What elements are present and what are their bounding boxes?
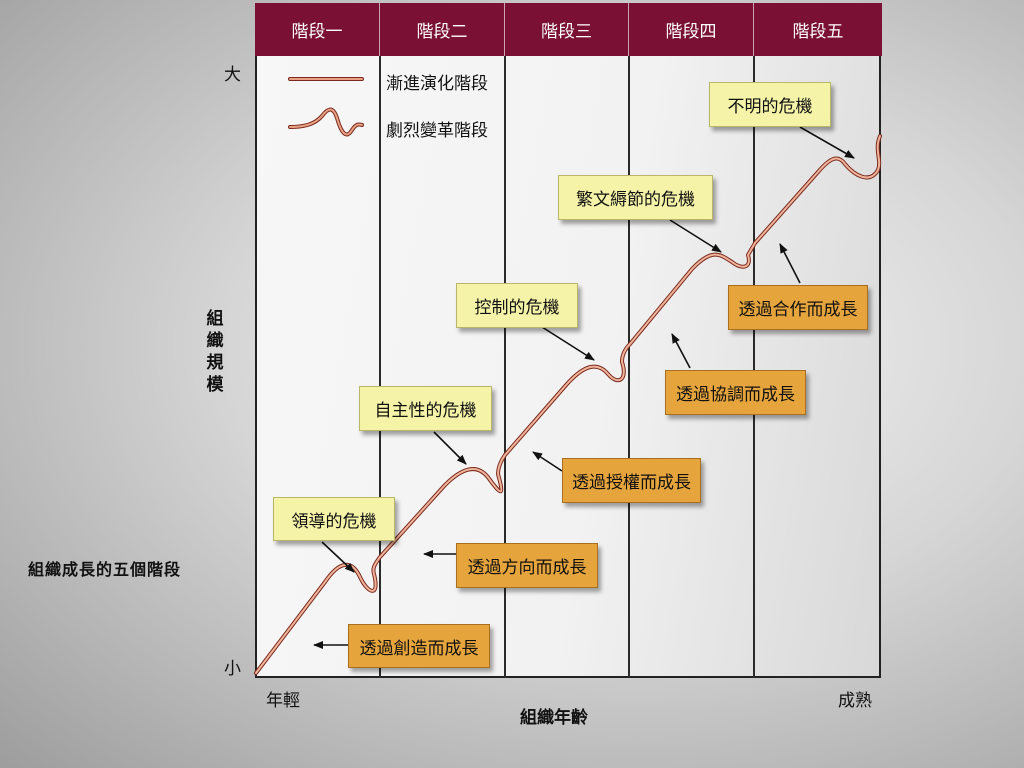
crisis-box-red-tape: 繁文縟節的危機 xyxy=(558,175,713,220)
phase-header-5: 階段五 xyxy=(754,3,882,56)
phase-divider xyxy=(379,56,381,678)
growth-curve xyxy=(254,134,882,675)
y-axis-max-label: 大 xyxy=(224,65,241,85)
growth-arrow-3 xyxy=(532,451,563,472)
legend-revolution-swatch xyxy=(288,107,364,137)
legend-revolution-label: 劇烈變革階段 xyxy=(386,121,488,141)
growth-arrow-5 xyxy=(779,243,801,284)
growth-box-direction: 透過方向而成長 xyxy=(456,543,598,588)
phase-header-3: 階段三 xyxy=(505,3,629,56)
growth-box-delegation: 透過授權而成長 xyxy=(562,458,701,503)
growth-box-creativity: 透過創造而成長 xyxy=(348,624,490,668)
phase-header-2: 階段二 xyxy=(380,3,505,56)
x-axis-end-label: 成熟 xyxy=(838,691,872,711)
growth-box-collaboration: 透過合作而成長 xyxy=(728,285,868,330)
crisis-box-leadership: 領導的危機 xyxy=(273,497,395,541)
phase-header-4: 階段四 xyxy=(629,3,754,56)
y-axis-min-label: 小 xyxy=(224,659,241,679)
growth-arrow-4 xyxy=(671,333,691,369)
crisis-arrow-5 xyxy=(799,126,855,159)
phase-divider xyxy=(504,56,506,678)
crisis-box-autonomy: 自主性的危機 xyxy=(359,386,492,431)
crisis-arrow-2 xyxy=(433,431,467,465)
phase-header-1: 階段一 xyxy=(255,3,380,56)
growth-box-coordination: 透過協調而成長 xyxy=(665,370,806,415)
crisis-arrow-3 xyxy=(541,326,595,361)
phase-divider xyxy=(628,56,630,678)
side-title: 組織成長的五個階段 xyxy=(28,560,182,579)
crisis-box-control: 控制的危機 xyxy=(456,283,578,328)
y-axis-title: 組織規模 xyxy=(206,309,224,395)
crisis-arrow-1 xyxy=(321,541,355,573)
phase-divider xyxy=(753,56,755,678)
legend-evolution-label: 漸進演化階段 xyxy=(386,74,488,94)
crisis-box-unknown: 不明的危機 xyxy=(709,82,831,127)
x-axis-title: 組織年齡 xyxy=(520,708,588,728)
crisis-arrow-4 xyxy=(669,219,722,253)
x-axis-start-label: 年輕 xyxy=(266,691,300,711)
